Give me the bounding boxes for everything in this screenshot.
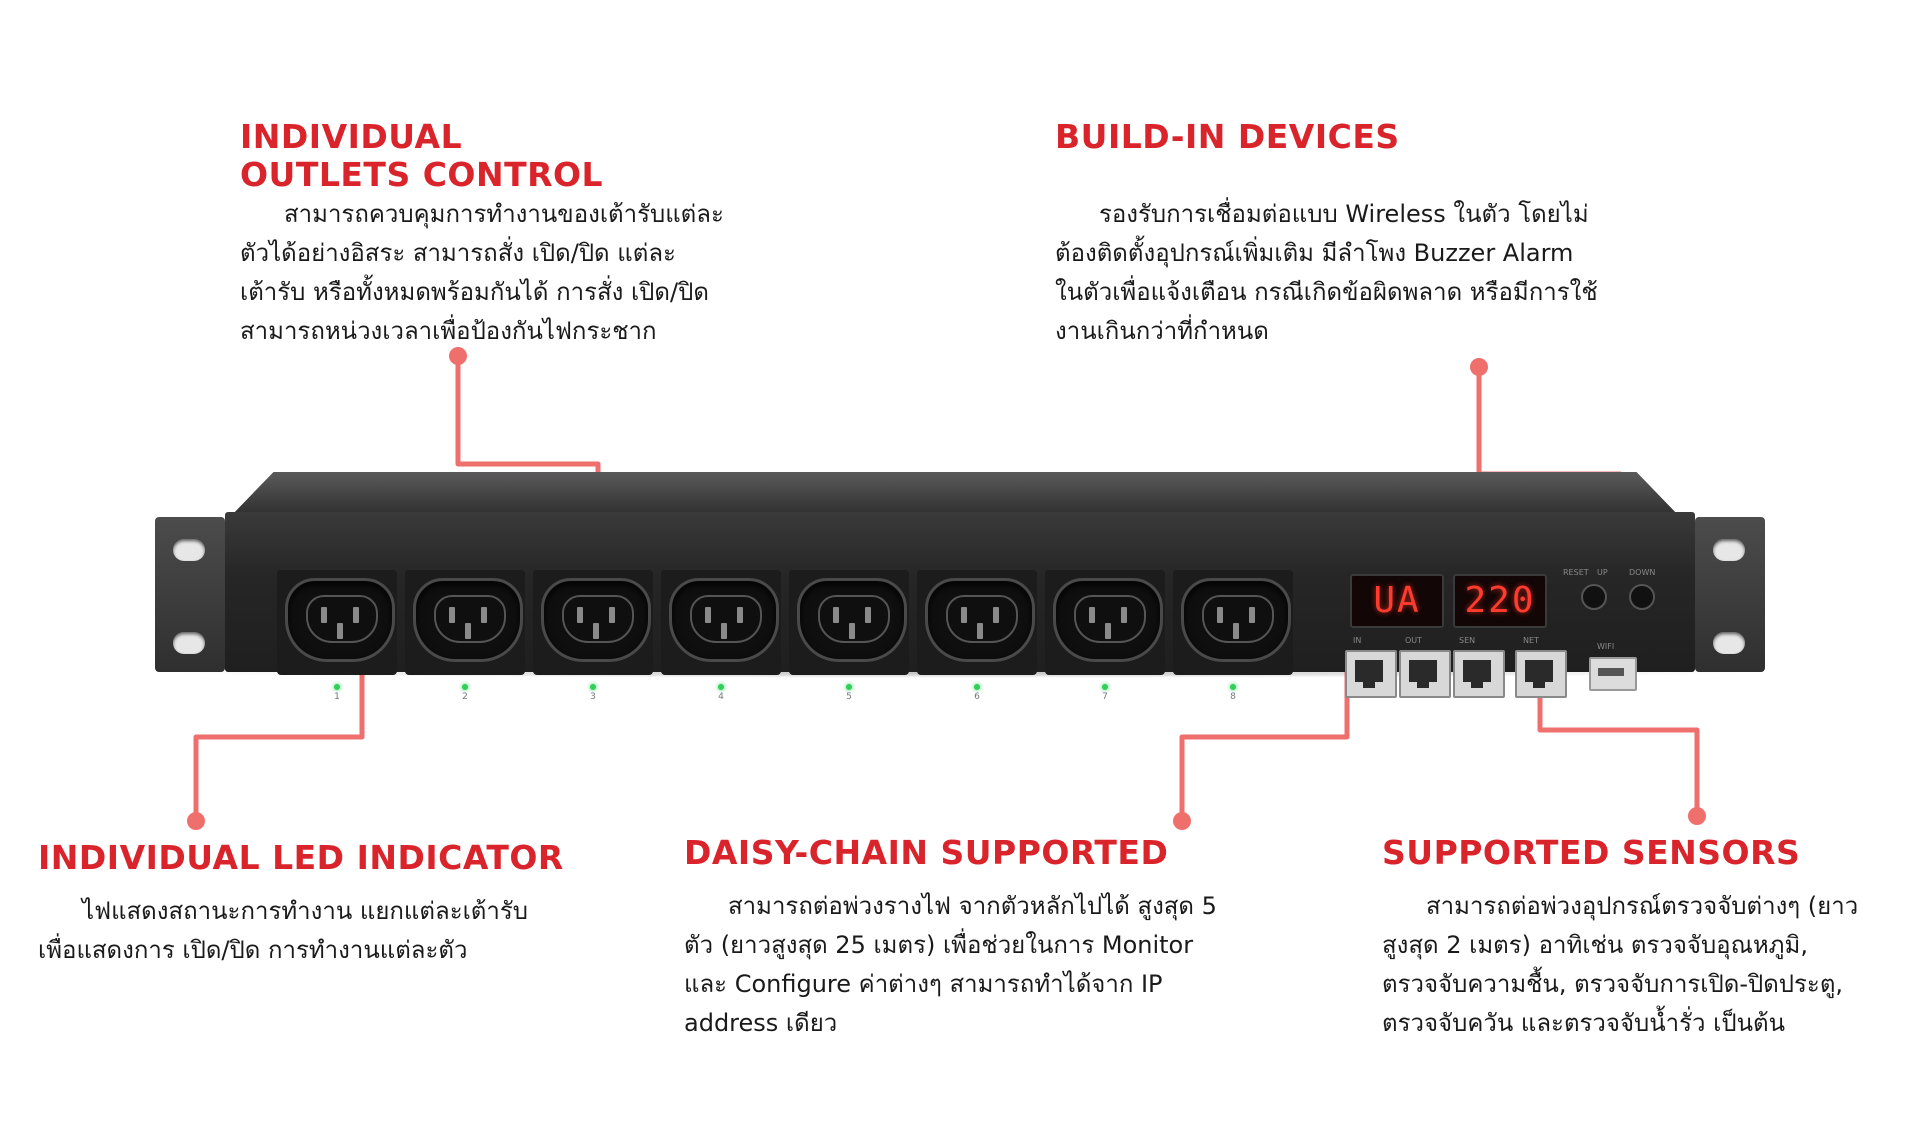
led-indicator-description: ไฟแสดงสถานะการทำงาน แยกแต่ละเต้ารับ เพื่… xyxy=(38,892,528,970)
led-icon xyxy=(462,684,468,690)
desc-line: เต้ารับ หรือทั้งหมดพร้อมกันได้ การสั่ง เ… xyxy=(240,278,709,306)
led-icon xyxy=(846,684,852,690)
reset-button-label: RESET xyxy=(1563,568,1589,577)
build-in-devices-description: รองรับการเชื่อมต่อแบบ Wireless ในตัว โดย… xyxy=(1055,195,1598,351)
power-outlet-icon xyxy=(413,578,523,662)
desc-line: สามารถควบคุมการทำงานของเต้ารับแต่ละ xyxy=(284,200,724,228)
led-label: 3 xyxy=(590,692,596,702)
port-label-sen: SEN xyxy=(1459,636,1476,645)
outlet-3 xyxy=(533,570,653,675)
power-outlet-icon xyxy=(1053,578,1163,662)
mount-hole-icon xyxy=(173,632,205,654)
led-label: 6 xyxy=(974,692,980,702)
outlet-2 xyxy=(405,570,525,675)
heading-line: BUILD-IN DEVICES xyxy=(1055,117,1400,156)
desc-line: ตรวจจับความชื้น, ตรวจจับการเปิด-ปิดประตู… xyxy=(1382,970,1844,998)
pdu-device: 1 2 3 4 5 6 7 8 UA 220 RESET UP DOWN IN … xyxy=(155,472,1765,702)
desc-line: สามารถหน่วงเวลาเพื่อป้องกันไฟกระชาก xyxy=(240,317,657,345)
outlet-1 xyxy=(277,570,397,675)
outlets-control-heading: INDIVIDUAL OUTLETS CONTROL xyxy=(240,118,603,194)
usb-port-icon xyxy=(1589,657,1637,691)
desc-line: ไฟแสดงสถานะการทำงาน แยกแต่ละเต้ารับ xyxy=(82,897,528,925)
mount-hole-icon xyxy=(1713,539,1745,561)
led-label: 1 xyxy=(334,692,340,702)
leader-dot xyxy=(449,347,467,365)
display-value: 220 xyxy=(1453,574,1547,628)
desc-line: และ Configure ค่าต่างๆ สามารถทำได้จาก IP xyxy=(684,970,1163,998)
outlets-control-description: สามารถควบคุมการทำงานของเต้ารับแต่ละ ตัวไ… xyxy=(240,195,724,351)
led-icon xyxy=(1230,684,1236,690)
build-in-devices-heading: BUILD-IN DEVICES xyxy=(1055,118,1400,156)
rack-ear-left xyxy=(155,517,225,672)
desc-line: งานเกินกว่าที่กำหนด xyxy=(1055,317,1269,345)
desc-line: ตัว (ยาวสูงสุด 25 เมตร) เพื่อช่วยในการ M… xyxy=(684,931,1194,959)
power-outlet-icon xyxy=(1181,578,1291,662)
desc-line: เพื่อแสดงการ เปิด/ปิด การทำงานแต่ละตัว xyxy=(38,936,468,964)
leader-dot xyxy=(1688,807,1706,825)
power-outlet-icon xyxy=(669,578,779,662)
power-outlet-icon xyxy=(541,578,651,662)
down-button[interactable] xyxy=(1629,584,1655,610)
outlet-6 xyxy=(917,570,1037,675)
daisy-chain-description: สามารถต่อพ่วงรางไฟ จากตัวหลักไปได้ สูงสุ… xyxy=(684,887,1217,1043)
power-outlet-icon xyxy=(285,578,395,662)
outlet-4 xyxy=(661,570,781,675)
rj45-port-icon xyxy=(1515,650,1567,698)
led-label: 7 xyxy=(1102,692,1108,702)
heading-line: INDIVIDUAL xyxy=(240,117,463,156)
rj45-port-icon xyxy=(1345,650,1397,698)
heading-line: INDIVIDUAL LED INDICATOR xyxy=(38,838,564,877)
port-label-wifi: WIFI xyxy=(1597,642,1615,651)
desc-line: ในตัวเพื่อแจ้งเตือน กรณีเกิดข้อผิดพลาด ห… xyxy=(1055,278,1598,306)
desc-line: ตรวจจับควัน และตรวจจับน้ำรั่ว เป็นต้น xyxy=(1382,1009,1785,1037)
led-label: 8 xyxy=(1230,692,1236,702)
supported-sensors-description: สามารถต่อพ่วงอุปกรณ์ตรวจจับต่างๆ (ยาว สู… xyxy=(1382,887,1858,1043)
up-button-label: UP xyxy=(1597,568,1608,577)
chassis-top xyxy=(230,472,1680,517)
led-icon xyxy=(590,684,596,690)
display-unit: UA xyxy=(1350,574,1444,628)
desc-line: สามารถต่อพ่วงอุปกรณ์ตรวจจับต่างๆ (ยาว xyxy=(1426,892,1859,920)
desc-line: รองรับการเชื่อมต่อแบบ Wireless ในตัว โดย… xyxy=(1099,200,1589,228)
daisy-chain-heading: DAISY-CHAIN SUPPORTED xyxy=(684,834,1168,872)
desc-line: address เดียว xyxy=(684,1009,838,1037)
power-outlet-icon xyxy=(925,578,1035,662)
led-label: 5 xyxy=(846,692,852,702)
outlet-8 xyxy=(1173,570,1293,675)
desc-line: ต้องติดตั้งอุปกรณ์เพิ่มเติม มีลำโพง Buzz… xyxy=(1055,239,1574,267)
led-icon xyxy=(1102,684,1108,690)
led-icon xyxy=(334,684,340,690)
port-label-out: OUT xyxy=(1405,636,1423,645)
heading-line: OUTLETS CONTROL xyxy=(240,155,604,194)
heading-line: DAISY-CHAIN SUPPORTED xyxy=(684,833,1169,872)
power-outlet-icon xyxy=(797,578,907,662)
led-label: 2 xyxy=(462,692,468,702)
desc-line: ตัวได้อย่างอิสระ สามารถสั่ง เปิด/ปิด แต่… xyxy=(240,239,676,267)
rj45-port-icon xyxy=(1399,650,1451,698)
leader-dot xyxy=(1173,812,1191,830)
down-button-label: DOWN xyxy=(1629,568,1656,577)
port-label-net: NET xyxy=(1523,636,1539,645)
outlet-7 xyxy=(1045,570,1165,675)
desc-line: สามารถต่อพ่วงรางไฟ จากตัวหลักไปได้ สูงสุ… xyxy=(728,892,1217,920)
desc-line: สูงสุด 2 เมตร) อาทิเช่น ตรวจจับอุณหภูมิ, xyxy=(1382,931,1808,959)
mount-hole-icon xyxy=(173,539,205,561)
rj45-port-icon xyxy=(1453,650,1505,698)
leader-dot xyxy=(1470,358,1488,376)
heading-line: SUPPORTED SENSORS xyxy=(1382,833,1801,872)
outlet-5 xyxy=(789,570,909,675)
mount-hole-icon xyxy=(1713,632,1745,654)
supported-sensors-heading: SUPPORTED SENSORS xyxy=(1382,834,1800,872)
leader-dot xyxy=(187,812,205,830)
chassis-front: 1 2 3 4 5 6 7 8 UA 220 RESET UP DOWN IN … xyxy=(225,512,1695,702)
led-label: 4 xyxy=(718,692,724,702)
up-button[interactable] xyxy=(1581,584,1607,610)
leader-led-indicator xyxy=(193,650,365,821)
port-label-in: IN xyxy=(1353,636,1362,645)
led-icon xyxy=(974,684,980,690)
led-icon xyxy=(718,684,724,690)
led-indicator-heading: INDIVIDUAL LED INDICATOR xyxy=(38,839,564,877)
rack-ear-right xyxy=(1695,517,1765,672)
